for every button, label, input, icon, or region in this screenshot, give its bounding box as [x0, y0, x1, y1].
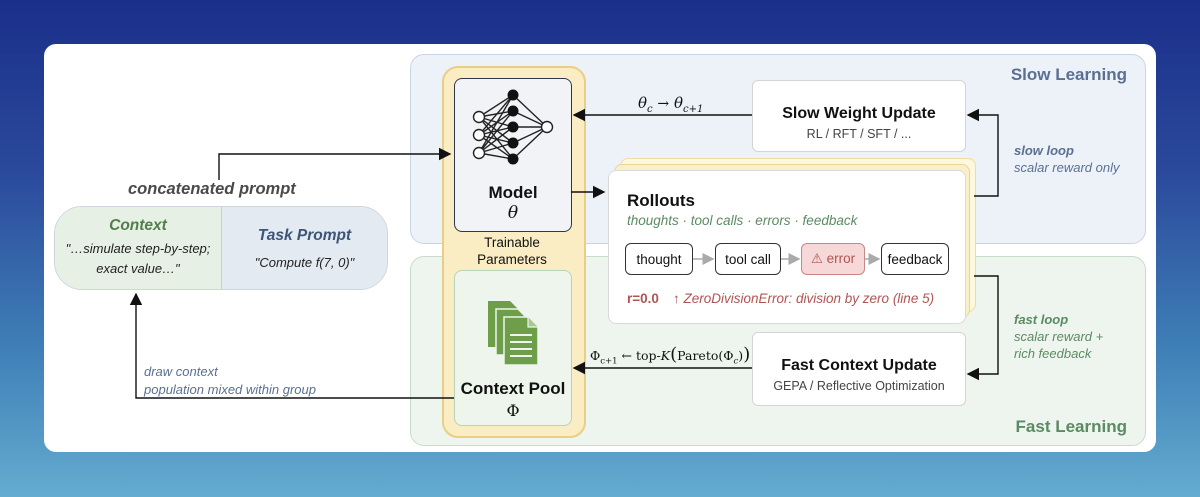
diagram-card: Slow Learning Fast Learning Model θ Trai…: [44, 44, 1156, 452]
slow-loop-desc: scalar reward only: [1014, 160, 1120, 175]
rollouts-subtitle: thoughts · tool calls · errors · feedbac…: [627, 213, 858, 228]
slow-update-subtitle: RL / RFT / SFT / ...: [806, 127, 912, 141]
context-line2: exact value…": [96, 261, 180, 276]
fast-context-update-box: Fast Context Update GEPA / Reflective Op…: [752, 332, 966, 406]
step-feedback: feedback: [881, 243, 949, 275]
slow-learning-title: Slow Learning: [1010, 65, 1127, 84]
context-title: Context: [109, 217, 167, 234]
theta-c-sub: c: [647, 104, 653, 115]
trainable-line2: Parameters: [477, 252, 547, 267]
concatenated-prompt-label: concatenated prompt: [128, 180, 296, 198]
fast-loop-desc2: rich feedback: [1014, 346, 1092, 361]
rollouts-card: Rollouts thoughts · tool calls · errors …: [608, 170, 966, 324]
reward-value: r=0.0: [627, 291, 659, 306]
fast-loop-title: fast loop: [1014, 312, 1069, 327]
task-body: "Compute f(7, 0)": [254, 255, 355, 270]
theta-c1: θ: [673, 94, 683, 112]
fast-update-title: Fast Context Update: [781, 357, 937, 374]
rollouts-title: Rollouts: [627, 191, 695, 210]
fast-update-math: Φc+1 ← top-K(Pareto(Φc)): [590, 344, 751, 367]
neural-network-icon: [472, 89, 554, 165]
phi-c-sub: c: [733, 356, 739, 367]
context-pool-phi-symbol: Φ: [506, 401, 520, 420]
theta-arrow: →: [657, 96, 670, 112]
slow-loop-title: slow loop: [1014, 143, 1074, 158]
fast-learning-title: Fast Learning: [1015, 417, 1127, 436]
step-tool-call: tool call: [715, 243, 781, 275]
topk-k: K: [660, 348, 671, 363]
theta-c: θ: [638, 94, 648, 112]
fast-update-subtitle: GEPA / Reflective Optimization: [773, 379, 945, 393]
task-segment: Task Prompt "Compute f(7, 0)": [222, 207, 387, 289]
context-segment: Context "…simulate step-by-step; exact v…: [55, 207, 222, 289]
draw-context-label: draw context population mixed within gro…: [144, 364, 316, 397]
context-line1: "…simulate step-by-step;: [65, 241, 211, 256]
draw-line1: draw context: [144, 364, 218, 379]
trainable-parameters-label: Trainable Parameters: [442, 234, 582, 268]
step-error: ⚠ error: [801, 243, 865, 275]
context-pool-label: Context Pool: [460, 379, 566, 398]
fast-loop-label: fast loop scalar reward + rich feedback: [1014, 311, 1103, 362]
model-label: Model: [488, 183, 538, 202]
slow-loop-label: slow loop scalar reward only: [1014, 142, 1120, 176]
concatenated-prompt: Context "…simulate step-by-step; exact v…: [54, 206, 388, 290]
phi-c1: Φ: [590, 348, 601, 363]
error-message: ↑ ZeroDivisionError: division by zero (l…: [673, 291, 935, 306]
topk-op: top-: [636, 348, 661, 363]
slow-weight-update-box: Slow Weight Update RL / RFT / SFT / ...: [752, 80, 966, 152]
phi-c: Φ: [723, 348, 734, 363]
phi-arrow: ←: [621, 348, 633, 363]
pareto-op: Pareto: [677, 348, 719, 363]
theta-c1-sub: c+1: [682, 104, 704, 115]
phi-c1-sub: c+1: [600, 356, 618, 367]
fast-loop-desc1: scalar reward +: [1014, 329, 1104, 344]
documents-icon: [488, 301, 539, 366]
slow-update-math: θc → θc+1: [638, 94, 703, 115]
model-theta-symbol: θ: [507, 203, 519, 223]
model-box: Model θ: [454, 78, 572, 232]
draw-line2: population mixed within group: [144, 382, 316, 397]
trainable-line1: Trainable: [484, 235, 540, 250]
context-pool-box: Context Pool Φ: [454, 270, 572, 426]
slow-update-title: Slow Weight Update: [782, 105, 936, 122]
task-title: Task Prompt: [257, 227, 352, 244]
step-thought: thought: [625, 243, 693, 275]
